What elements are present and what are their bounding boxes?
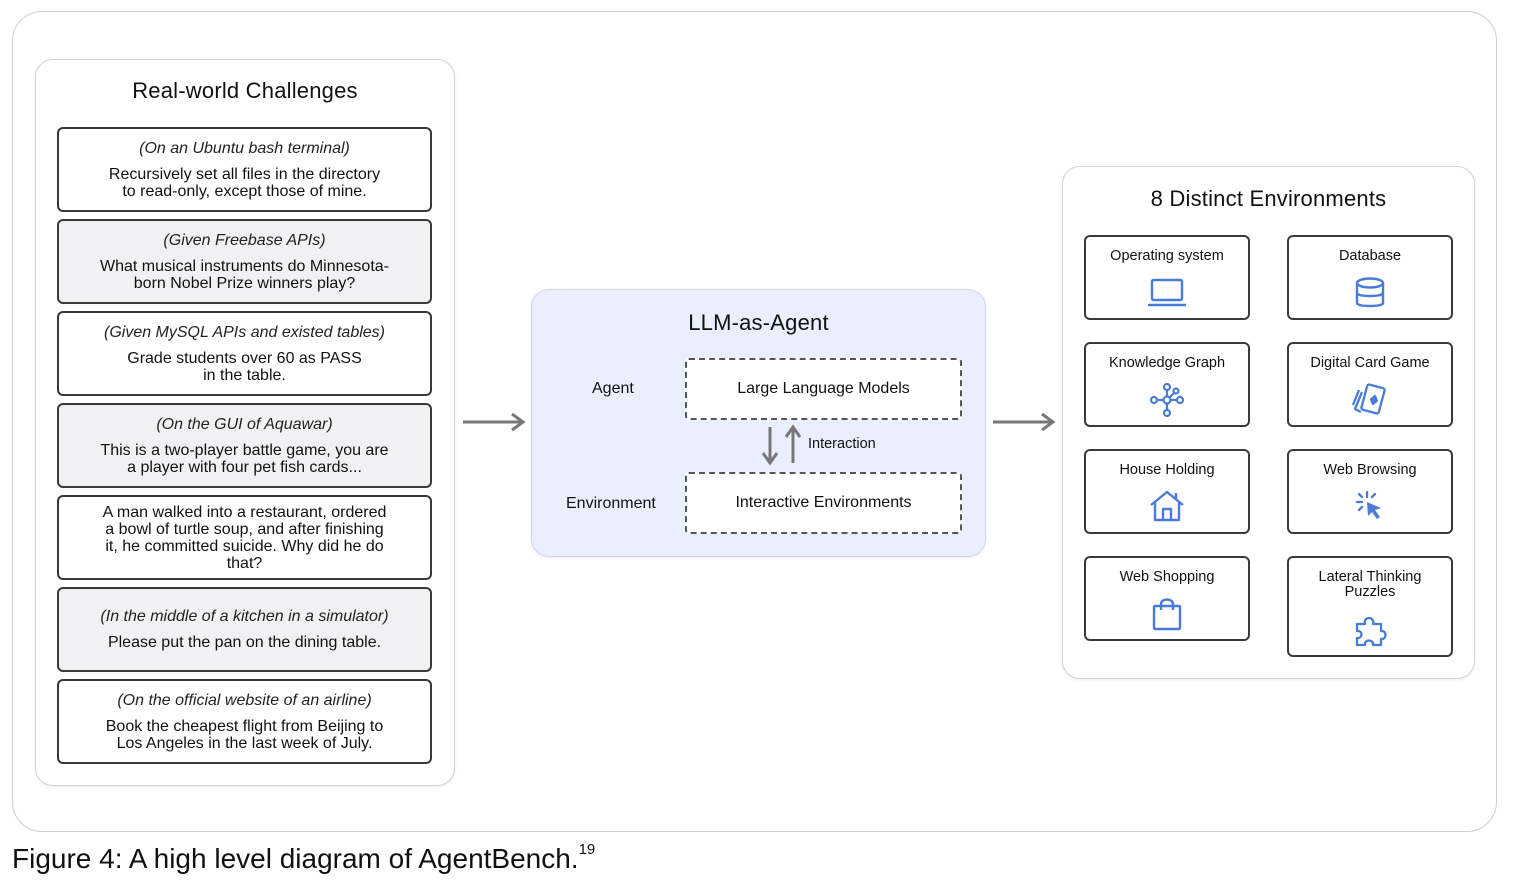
env-digital-card-game: Digital Card Game	[1287, 342, 1453, 427]
challenge-context: (Given MySQL APIs and existed tables)	[103, 323, 385, 341]
challenge-text: a bowl of turtle soup, and after finishi…	[105, 520, 384, 538]
challenge-text: a player with four pet fish cards...	[127, 458, 362, 476]
challenge-freebase: (Given Freebase APIs) What musical instr…	[57, 219, 432, 304]
challenge-text: Grade students over 60 as PASS	[127, 349, 362, 367]
challenge-context: (On the official website of an airline)	[117, 691, 372, 709]
challenge-text: that?	[226, 554, 263, 572]
challenge-text: born Nobel Prize winners play?	[133, 274, 356, 292]
challenge-text: Recursively set all files in the directo…	[108, 165, 381, 183]
env-label: Lateral Thinking	[1318, 569, 1422, 585]
env-label: Operating system	[1110, 248, 1224, 264]
env-label: Web Browsing	[1323, 462, 1417, 478]
env-label: Digital Card Game	[1310, 355, 1430, 371]
env-house-holding: House Holding	[1084, 449, 1250, 534]
env-knowledge-graph: Knowledge Graph	[1084, 342, 1250, 427]
graph-icon	[1149, 382, 1185, 418]
challenge-turtle-soup: A man walked into a restaurant, ordered …	[57, 495, 432, 580]
challenge-text: Los Angeles in the last week of July.	[116, 734, 373, 752]
llm-box: Large Language Models	[685, 358, 962, 420]
right-panel-title: 8 Distinct Environments	[1150, 186, 1387, 211]
challenge-text: to read-only, except those of mine.	[122, 182, 367, 200]
arrow-right-icon	[993, 412, 1056, 432]
env-label: House Holding	[1119, 462, 1215, 478]
env-label: Database	[1338, 248, 1402, 264]
agent-label: Agent	[592, 380, 634, 397]
challenge-context: (On the GUI of Aquawar)	[156, 415, 333, 433]
challenge-context: (On an Ubuntu bash terminal)	[139, 139, 350, 157]
caption-text: Figure 4: A high level diagram of AgentB…	[12, 843, 579, 874]
challenge-text: What musical instruments do Minnesota-	[100, 257, 389, 275]
challenge-text: Please put the pan on the dining table.	[107, 634, 382, 651]
puzzle-icon	[1355, 616, 1387, 647]
env-web-shopping: Web Shopping	[1084, 556, 1250, 641]
laptop-icon	[1147, 278, 1187, 307]
env-label: Puzzles	[1344, 584, 1396, 600]
shopping-bag-icon	[1152, 598, 1182, 631]
interaction-label: Interaction	[808, 436, 876, 452]
challenge-mysql: (Given MySQL APIs and existed tables) Gr…	[57, 311, 432, 396]
challenge-text: This is a two-player battle game, you ar…	[100, 441, 389, 459]
challenge-ubuntu: (On an Ubuntu bash terminal) Recursively…	[57, 127, 432, 212]
challenge-aquawar: (On the GUI of Aquawar) This is a two-pl…	[57, 403, 432, 488]
figure-caption: Figure 4: A high level diagram of AgentB…	[12, 840, 596, 875]
database-icon	[1355, 277, 1385, 308]
challenge-airline: (On the official website of an airline) …	[57, 679, 432, 764]
env-database: Database	[1287, 235, 1453, 320]
center-panel-title: LLM-as-Agent	[688, 310, 829, 335]
left-panel-title: Real-world Challenges	[132, 78, 358, 103]
interaction-arrows-icon	[761, 424, 802, 466]
challenge-kitchen: (In the middle of a kitchen in a simulat…	[57, 587, 432, 672]
env-operating-system: Operating system	[1084, 235, 1250, 320]
arrow-right-icon	[463, 412, 526, 432]
challenge-context: (Given Freebase APIs)	[163, 231, 326, 249]
challenge-text: in the table.	[203, 366, 286, 384]
challenge-text: it, he committed suicide. Why did he do	[105, 537, 384, 555]
house-icon	[1150, 490, 1184, 522]
env-label: Knowledge Graph	[1108, 355, 1226, 371]
footnote-marker: 19	[578, 840, 596, 858]
challenge-text: A man walked into a restaurant, ordered	[102, 503, 387, 521]
env-label: Web Shopping	[1119, 569, 1215, 585]
challenge-context: (In the middle of a kitchen in a simulat…	[100, 608, 389, 625]
challenge-text: Book the cheapest flight from Beijing to	[105, 717, 384, 735]
cards-icon	[1351, 383, 1386, 415]
interactive-environments-box: Interactive Environments	[685, 472, 962, 534]
environment-label: Environment	[566, 495, 656, 512]
env-lateral-thinking-puzzles: Lateral Thinking Puzzles	[1287, 556, 1453, 657]
cursor-click-icon	[1355, 490, 1381, 519]
env-web-browsing: Web Browsing	[1287, 449, 1453, 534]
